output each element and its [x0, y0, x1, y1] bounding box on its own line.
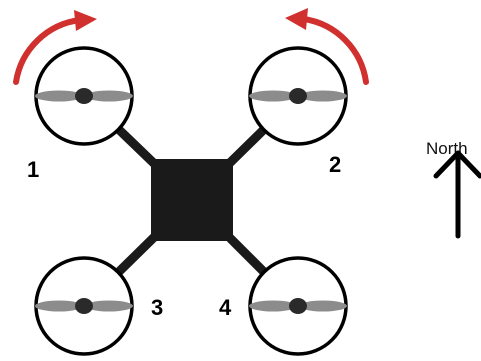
propeller-blade: [249, 300, 297, 312]
north-arrow-icon: [433, 150, 481, 239]
propeller-blade: [85, 90, 133, 102]
propeller-blade: [299, 300, 347, 312]
rotation-arrowhead: [285, 8, 308, 30]
rotation-arc: [13, 17, 83, 85]
hub: [289, 298, 307, 314]
propeller-blade: [299, 90, 347, 102]
rotation-arrow-clockwise-icon: [13, 10, 97, 85]
rotor-2: [248, 46, 348, 146]
frame-body: [151, 159, 233, 241]
north-compass: North: [426, 139, 481, 239]
rotation-arrow-counterclockwise-icon: [285, 8, 369, 85]
propeller-blade: [85, 300, 133, 312]
hub: [289, 88, 307, 104]
rotor-3: [34, 256, 134, 356]
rotor-1: [34, 46, 134, 146]
motor-label-2: 2: [329, 152, 341, 177]
rotation-arrowhead: [74, 10, 97, 31]
hub: [75, 88, 93, 104]
motor-label-3: 3: [151, 295, 163, 320]
propeller-blade: [249, 90, 297, 102]
motor-label-4: 4: [219, 295, 232, 320]
propeller-blade: [35, 300, 83, 312]
hub: [75, 298, 93, 314]
rotation-arc: [301, 16, 369, 85]
motor-label-1: 1: [27, 157, 39, 182]
propeller-blade: [35, 90, 83, 102]
rotor-4: [248, 256, 348, 356]
